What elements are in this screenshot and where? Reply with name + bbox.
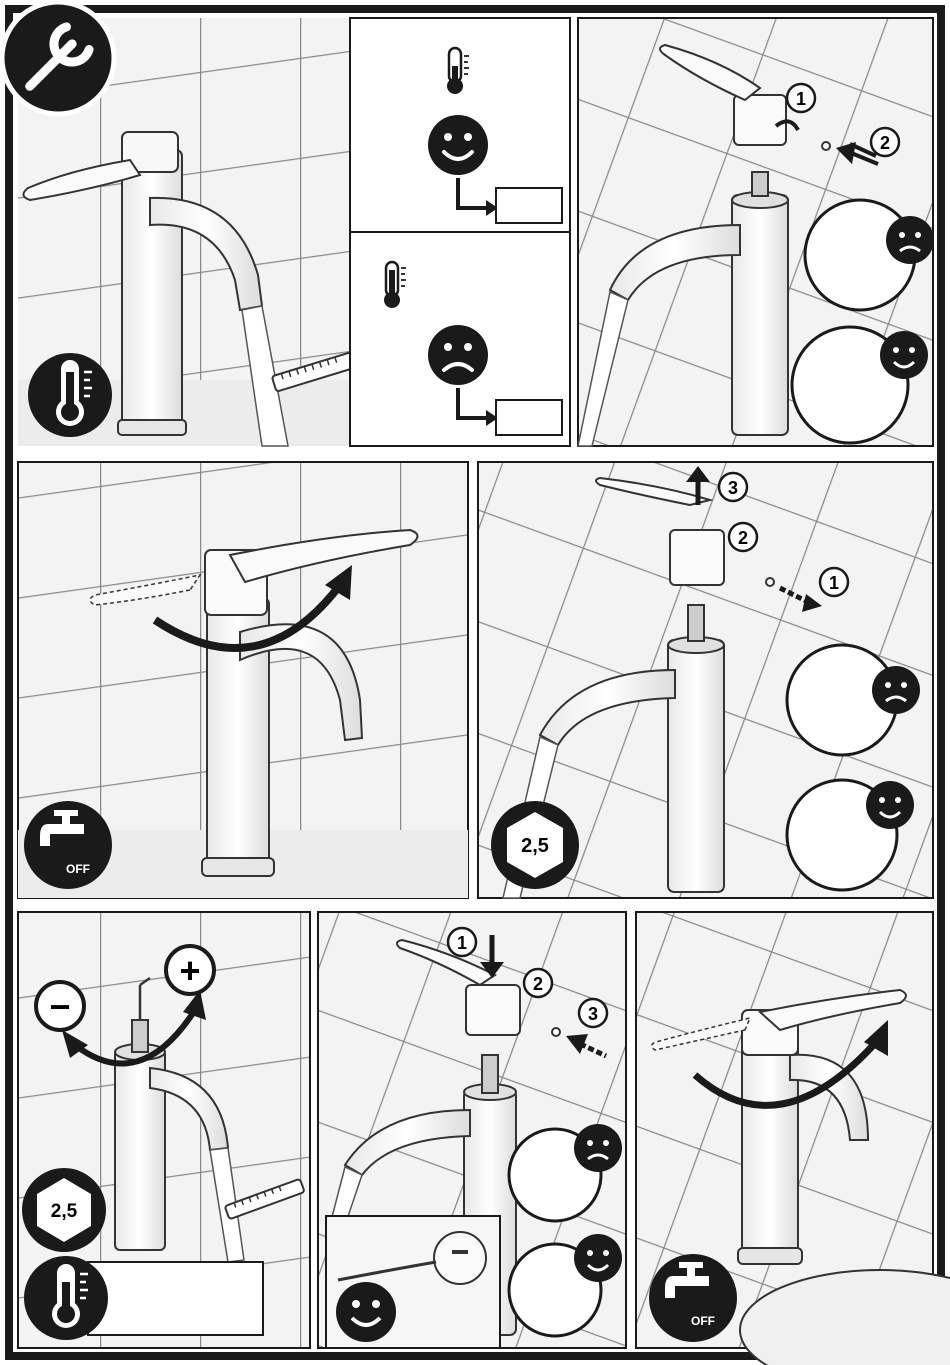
frown-icon	[872, 666, 920, 714]
hex-key-icon: 2,5	[22, 1168, 106, 1252]
panel-2-result-boxes	[350, 18, 570, 446]
thermometer-icon	[24, 1256, 108, 1340]
svg-text:2: 2	[880, 133, 890, 153]
smile-icon	[336, 1282, 396, 1342]
smile-icon	[428, 115, 488, 175]
step-marker-1: 1	[787, 84, 815, 112]
minus-button-icon: −	[36, 982, 84, 1030]
step-marker-2: 2	[729, 523, 757, 551]
svg-text:3: 3	[728, 478, 738, 498]
ok-value-box	[496, 188, 562, 223]
step-marker-1: 1	[448, 928, 476, 956]
svg-text:1: 1	[796, 89, 806, 109]
tap-off-icon: OFF	[24, 801, 112, 889]
step-marker-2: 2	[524, 969, 552, 997]
svg-text:−: −	[49, 986, 70, 1027]
bad-value-box	[496, 400, 562, 435]
smile-icon	[866, 781, 914, 829]
frown-icon	[886, 216, 934, 264]
panel-6-adjust: − + 2,5	[18, 912, 310, 1348]
hex-size-label: 2,5	[521, 835, 549, 857]
svg-text:2: 2	[533, 974, 543, 994]
hex-key-icon: 2,5	[491, 801, 579, 889]
panel-3-remove-lever: 1 2	[578, 18, 934, 446]
frown-icon	[428, 325, 488, 385]
step-marker-1: 1	[820, 568, 848, 596]
plus-button-icon: +	[166, 946, 214, 994]
svg-text:1: 1	[457, 933, 467, 953]
svg-text:+: +	[179, 950, 200, 991]
wrench-icon	[2, 2, 114, 114]
off-label: OFF	[691, 1314, 715, 1328]
svg-text:1: 1	[829, 573, 839, 593]
tap-off-icon: OFF	[649, 1254, 737, 1342]
svg-text:2: 2	[738, 528, 748, 548]
svg-text:3: 3	[588, 1004, 598, 1024]
panel-5-remove-cap: 3 2 1 2,5	[478, 462, 933, 898]
step-marker-2: 2	[871, 128, 899, 156]
svg-text:2,5: 2,5	[51, 1201, 78, 1222]
off-label: OFF	[66, 862, 90, 876]
frown-icon	[574, 1124, 622, 1172]
step-marker-3: 3	[719, 473, 747, 501]
smile-icon	[880, 331, 928, 379]
thermometer-icon	[28, 353, 112, 437]
step-marker-3: 3	[579, 999, 607, 1027]
smile-icon	[574, 1234, 622, 1282]
panel-7-reassemble: 1 2 3	[318, 912, 626, 1348]
temperature-note-box	[88, 1262, 263, 1335]
